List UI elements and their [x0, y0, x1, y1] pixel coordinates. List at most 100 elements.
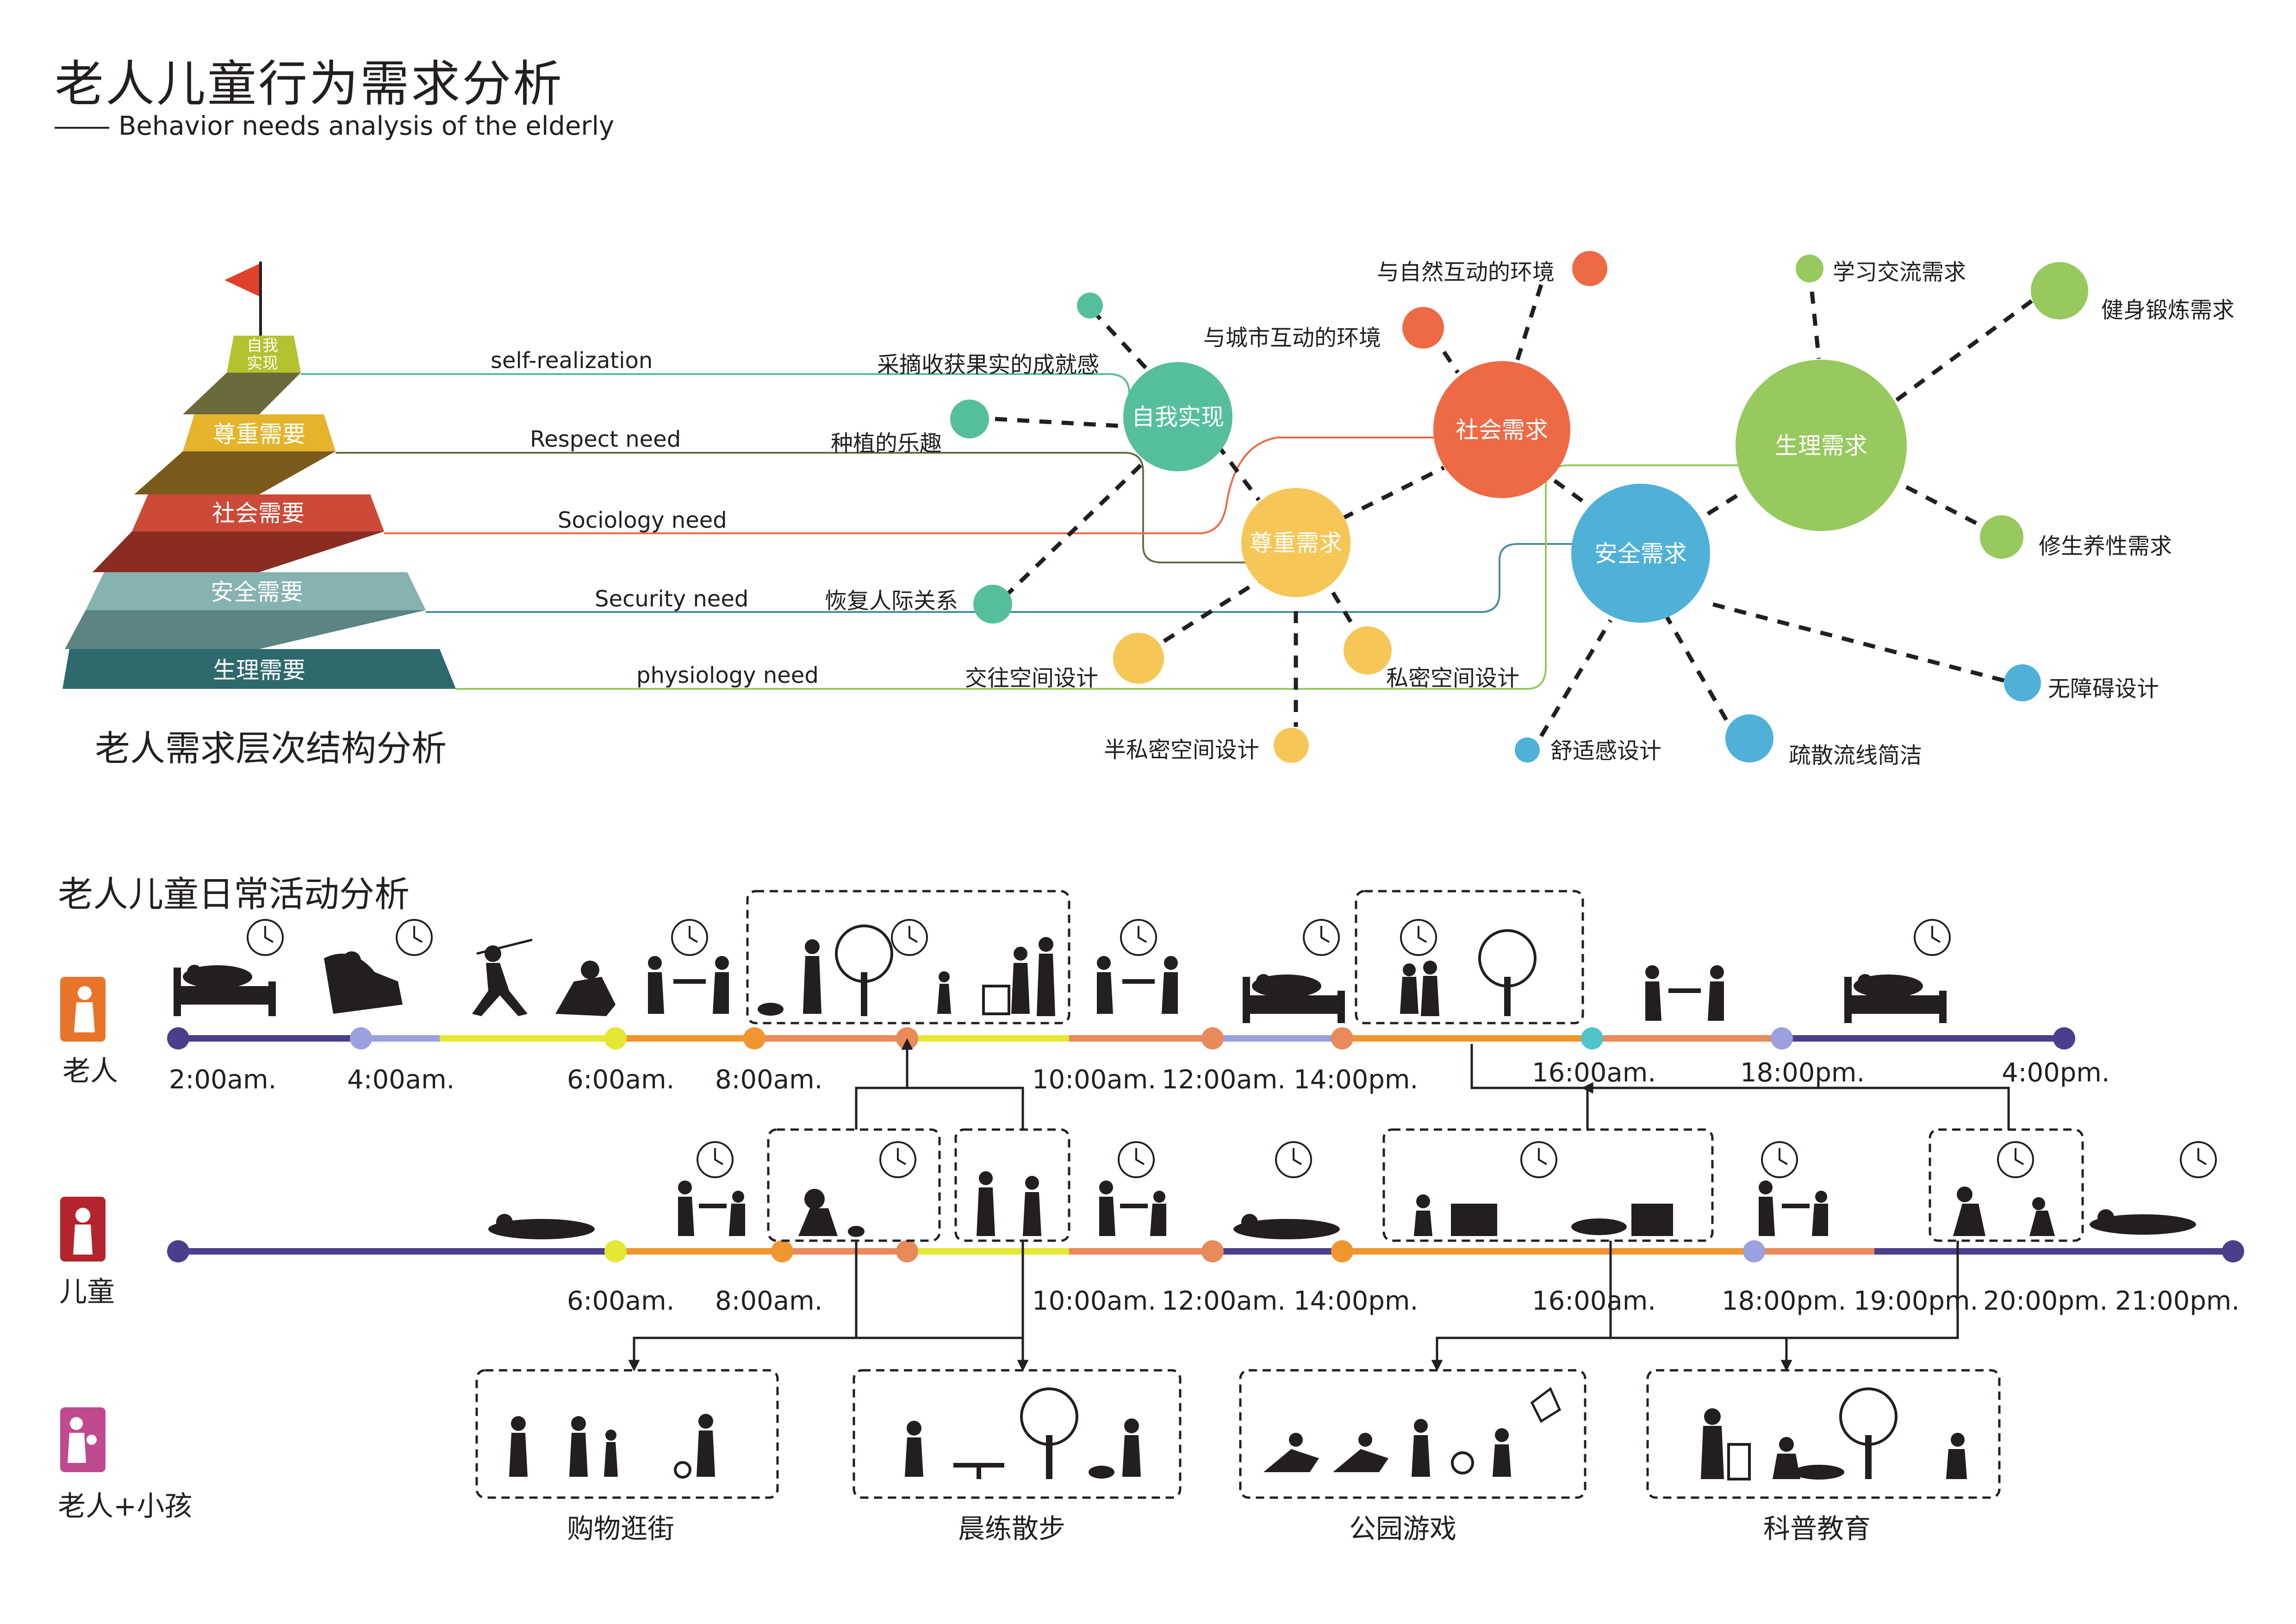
arrow-evening-join	[1786, 1241, 1959, 1339]
frame-child-play	[767, 1128, 941, 1242]
tick-elderly-5	[1201, 1027, 1224, 1049]
spoke-safety-physio	[1706, 489, 1746, 516]
clock-icons	[247, 919, 2217, 1178]
walk-dog-icon	[758, 939, 821, 1016]
tick-elderly-2	[604, 1027, 627, 1049]
need-spokes	[995, 284, 2033, 737]
pyramid-connector-4	[65, 610, 426, 649]
tree-icon	[1478, 929, 1537, 1016]
elder-couple-icon	[1400, 961, 1439, 1016]
leaf-dot-safety-comfort	[1515, 737, 1540, 762]
leaf-label-self-harvest: 采摘收获果实的成就感	[877, 352, 1100, 378]
leaf-dot-social-nature	[1572, 251, 1607, 286]
connector-safety	[426, 543, 1583, 613]
joint-label-shopping: 购物逛街	[567, 1513, 675, 1544]
pyramid-caption: 老人需求层次结构分析	[95, 728, 447, 769]
page-title: 老人儿童行为需求分析	[55, 56, 564, 112]
leaf-dot-safety-evac	[1725, 714, 1773, 762]
child-time: 18:00pm.	[1722, 1286, 1847, 1316]
leaf-label-respect-semi: 半私密空间设计	[1104, 737, 1260, 763]
clock-icon	[891, 919, 928, 956]
spoke-social-city	[1442, 350, 1460, 374]
frame-joint-park	[1239, 1369, 1587, 1499]
child-time: 6:00am.	[567, 1286, 675, 1316]
node-social	[1433, 361, 1570, 498]
silhouettes	[174, 924, 2196, 1480]
timeline-child-start	[167, 1240, 189, 1262]
joint-label-park: 公园游戏	[1349, 1513, 1457, 1544]
spoke-physio-bottom	[1903, 484, 1978, 525]
armchair-rest-icon	[324, 951, 403, 1014]
frame-elderly-afternoon	[1355, 890, 1584, 1024]
pyramid: 自我 实现 尊重需要 社会需要 安全需要 生理需要	[62, 262, 456, 689]
tick-elderly-8	[1771, 1027, 1793, 1049]
spoke-social-nature	[1511, 284, 1543, 374]
spoke-safety-bottom	[1664, 614, 1728, 721]
node-safety-label: 安全需求	[1594, 540, 1687, 567]
spoke-self-bottom	[1002, 461, 1145, 599]
leaf-dot-self-top	[1077, 293, 1103, 319]
frame-child-evening	[1929, 1128, 2084, 1242]
spoke-self-top	[1090, 308, 1154, 377]
frame-child-afternoon	[1382, 1128, 1714, 1242]
child-reading-icon	[1414, 1194, 1673, 1236]
science-education-icon	[1701, 1387, 1967, 1480]
leaf-dot-respect-social	[1113, 633, 1164, 684]
activity-arrows	[628, 1044, 2010, 1372]
elderly-time: 8:00am.	[715, 1065, 823, 1095]
reading-together-icon	[1953, 1187, 2055, 1236]
morning-walk-icon	[905, 1387, 1141, 1479]
tick-elderly-3	[743, 1027, 765, 1049]
row-icons	[60, 977, 106, 1472]
node-physio	[1736, 360, 1907, 531]
pyramid-en-physio: physiology need	[636, 662, 819, 688]
elderly-time: 16:00am.	[1532, 1058, 1656, 1088]
leaf-label-physio-learn: 学习交流需求	[1833, 259, 1966, 285]
node-self	[1123, 362, 1232, 471]
clock-icon	[1761, 1141, 1798, 1178]
child-avatar-body	[73, 1224, 93, 1255]
spoke-self-respect	[1215, 443, 1261, 501]
child-time: 20:00pm.	[1983, 1286, 2108, 1316]
tick-elderly-6	[1331, 1027, 1353, 1049]
node-respect-label: 尊重需求	[1250, 530, 1342, 556]
taichi-icon	[472, 938, 533, 1016]
pyramid-en-respect: Respect need	[530, 426, 681, 452]
row-label-child: 儿童	[59, 1276, 115, 1308]
clock-icon	[1303, 919, 1340, 956]
child-time: 16:00am.	[1532, 1286, 1656, 1316]
spoke-physio-right	[1892, 299, 2033, 405]
leaf-label-self-plant: 种植的乐趣	[831, 431, 942, 456]
leaf-dot-self-relation	[973, 585, 1012, 624]
arrow-to-shopping	[628, 1241, 858, 1372]
elderly-time: 4:00am.	[347, 1065, 455, 1095]
park-game-icon	[1263, 1387, 1562, 1477]
pyramid-level-respect	[183, 414, 336, 451]
pyramid-label-self-line2: 实现	[247, 354, 278, 373]
pyramid-label-self-line1: 自我	[247, 337, 278, 355]
elderly-avatar-body	[74, 1002, 95, 1032]
clock-icon	[396, 919, 433, 956]
child-walking-icon	[937, 971, 951, 1014]
spoke-respect-social	[1341, 465, 1445, 521]
shopping-people-icon	[509, 1414, 715, 1479]
leaf-label-physio-cultivate: 修生养性需求	[2039, 533, 2172, 559]
table-study-icon	[1099, 1181, 1166, 1236]
leaf-dot-respect-private	[1344, 626, 1392, 675]
subtitle-text: Behavior needs analysis of the elderly	[118, 111, 615, 141]
pyramid-en-self: self-realization	[491, 348, 653, 374]
timeline-elderly	[167, 1027, 2075, 1049]
frame-joint-science	[1646, 1369, 2001, 1499]
elderly-time: 14:00pm.	[1294, 1065, 1419, 1095]
child-time: 8:00am.	[715, 1286, 823, 1316]
bed-sleeping-icon	[174, 965, 276, 1016]
elderly-time: 18:00pm.	[1740, 1058, 1865, 1088]
clock-icon	[697, 1141, 734, 1178]
spoke-safety-right	[1702, 600, 2005, 683]
spoke-respect-left	[1163, 579, 1260, 643]
leaf-label-social-nature: 与自然互动的环境	[1377, 259, 1555, 285]
child-time: 14:00pm.	[1294, 1286, 1419, 1316]
tick-child-5	[1331, 1240, 1353, 1262]
node-social-label: 社会需求	[1456, 417, 1548, 443]
pyramid-connector-2	[134, 451, 336, 494]
